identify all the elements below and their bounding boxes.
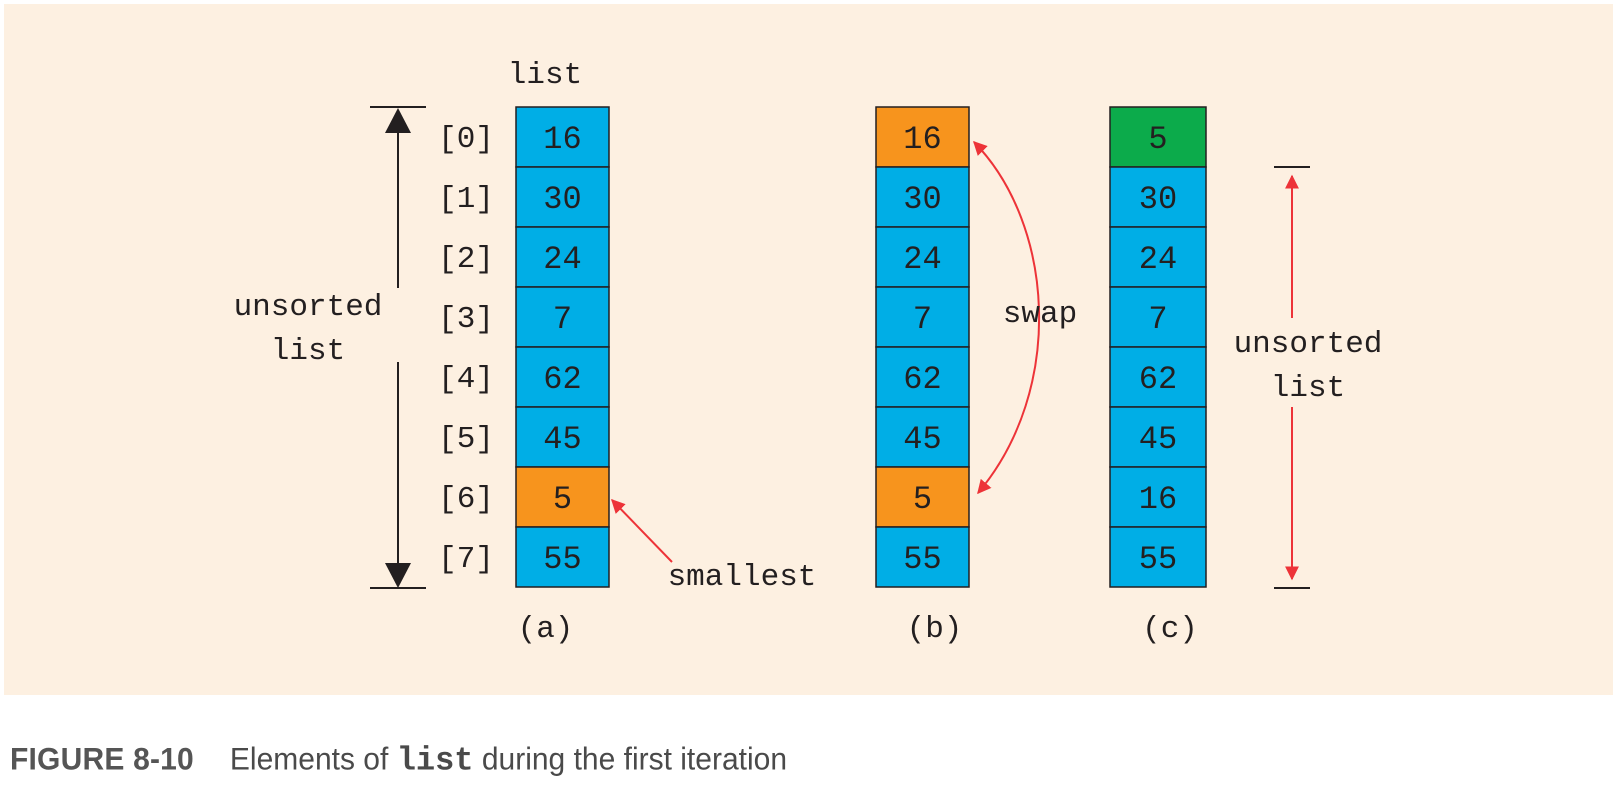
cell-value: 55 [1139,541,1177,578]
index-label: [5] [438,422,494,457]
array-cell [1109,406,1207,468]
array-cell [875,166,970,228]
array-columns: 16302476245555(a)16302476245555(b)530247… [515,106,1207,647]
figure-panel [4,4,1613,695]
selection-sort-diagram: list [0] [1] [2] [3] [4] [5] [6] [7] 16 30 24 7 62 4… [234,58,1383,647]
caption-code: list [396,741,474,780]
smallest-arrow [611,498,673,563]
array-cell [515,166,610,228]
cell-value: 5 [553,481,572,518]
index-label: [6] [438,482,494,517]
smallest-label: smallest [668,560,817,595]
cell-value: 30 [903,181,941,218]
cell-value: 7 [553,301,572,338]
cell-value: 30 [1139,181,1177,218]
cell-value: 16 [903,121,941,158]
cell-value: 16 [543,121,581,158]
cell-value: 24 [1139,241,1177,278]
index-label: [2] [438,242,494,277]
index-label: [4] [438,362,494,397]
array-cell [875,286,970,348]
cell-value: 5 [1148,121,1167,158]
unsorted-right-line1: unsorted [1234,327,1383,362]
array-cell [1109,166,1207,228]
arrow-up-icon [385,108,411,133]
cell-value: 62 [543,361,581,398]
index-label: [3] [438,302,494,337]
unsorted-range-right [1274,166,1310,589]
figure-number: FIGURE 8-10 [10,742,194,777]
column-label-b: (b) [907,612,963,647]
unsorted-left-line1: unsorted [234,290,383,325]
cell-value: 24 [543,241,581,278]
array-cell [515,526,610,588]
array-cell [515,226,610,288]
index-label: [1] [438,182,494,217]
index-labels: [0] [1] [2] [3] [4] [5] [6] [7] [438,122,494,577]
unsorted-left-line2: list [271,334,345,369]
index-label: [7] [438,542,494,577]
cell-value: 24 [903,241,941,278]
cell-value: 55 [903,541,941,578]
list-label: list [508,58,582,93]
unsorted-range-left [370,106,426,589]
array-cell [515,466,610,528]
array-cell [1109,106,1207,168]
cell-value: 45 [1139,421,1177,458]
cell-value: 7 [1148,301,1167,338]
array-cell [515,106,610,168]
column-label-c: (c) [1142,612,1198,647]
cell-value: 62 [903,361,941,398]
cell-value: 62 [1139,361,1177,398]
cell-value: 7 [913,301,932,338]
array-cell [875,106,970,168]
array-cell [875,526,970,588]
array-cell [1109,466,1207,528]
array-cell [1109,226,1207,288]
column-label-a: (a) [518,612,574,647]
column-c: 5 30 24 7 62 45 16 55 (c) [1109,106,1207,647]
caption-text-before: Elements of [229,742,389,777]
swap-label: swap [1003,297,1077,332]
cell-value: 45 [543,421,581,458]
unsorted-right-line2: list [1271,371,1345,406]
array-cell [1109,286,1207,348]
cell-value: 16 [1139,481,1177,518]
cell-value: 5 [913,481,932,518]
caption-text-after: during the first iteration [481,742,787,777]
array-cell [875,346,970,408]
figure-caption: FIGURE 8-10 Elements of list during the f… [10,741,787,780]
swap-arrow [973,140,1041,495]
array-cell [875,406,970,468]
array-cell [875,466,970,528]
index-label: [0] [438,122,494,157]
cell-value: 45 [903,421,941,458]
cell-value: 55 [543,541,581,578]
cell-value: 30 [543,181,581,218]
array-cell [1109,346,1207,408]
arrow-down-icon [385,563,411,588]
array-cell [1109,526,1207,588]
